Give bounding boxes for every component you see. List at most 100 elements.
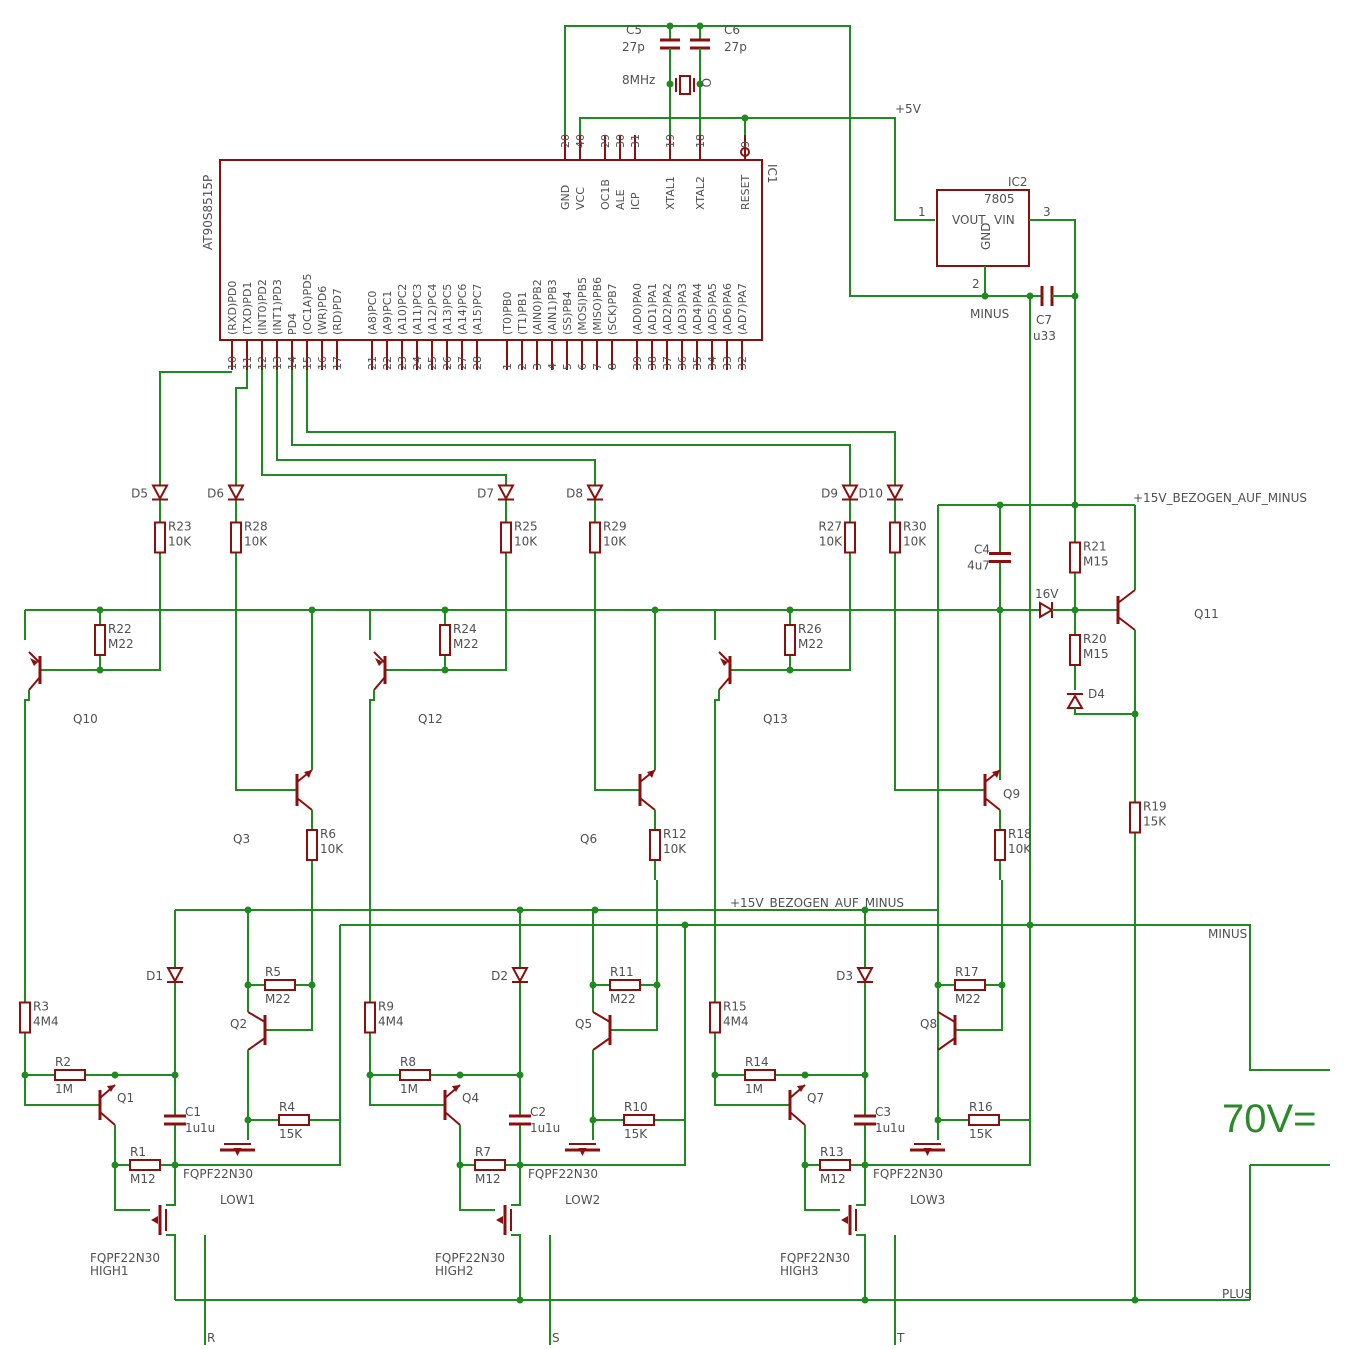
- resistor: [500, 521, 512, 554]
- ic2-pin: VIN: [994, 213, 1015, 227]
- transistor-name: Q6: [580, 832, 597, 846]
- pin-label: PD4: [286, 313, 299, 335]
- pin-number: 36: [676, 356, 689, 370]
- resistor-name: R26: [798, 622, 822, 636]
- diode: [511, 967, 529, 984]
- pin-label: (AD6)PA6: [721, 283, 734, 335]
- resistor: [623, 1114, 655, 1126]
- resistor-name: R24: [453, 622, 477, 636]
- ic1-body: [219, 159, 763, 341]
- resistor-name: R23: [168, 520, 192, 534]
- pin-number: 12: [256, 356, 269, 370]
- resistor-value: 10K: [1008, 842, 1032, 856]
- phase-output: S: [552, 1331, 560, 1345]
- resistor: [439, 624, 451, 656]
- wire: [166, 1165, 176, 1206]
- diode: [166, 967, 184, 984]
- ic1-type: AT90S8515P: [201, 175, 215, 250]
- pin-label: (A15)PC7: [471, 284, 484, 335]
- pin-label: (SCK)PB7: [606, 283, 619, 335]
- ic2-body: [936, 189, 1030, 267]
- wire: [714, 1075, 790, 1106]
- pin-label: (RD)PD7: [331, 288, 344, 335]
- pin-number: 38: [646, 356, 659, 370]
- pin-label: VCC: [574, 187, 587, 210]
- pin-label: (T1)PB1: [516, 292, 529, 335]
- resistor-name: R6: [320, 827, 336, 841]
- mosfet-type: FQPF22N30: [435, 1251, 505, 1265]
- junction-dot: [666, 80, 674, 88]
- diode: [586, 484, 604, 501]
- ic1-name: IC1: [765, 164, 779, 184]
- mosfet-arrow: [578, 1148, 587, 1156]
- diode: [227, 484, 245, 501]
- pin-label: XTAL1: [664, 176, 677, 210]
- ic2-pin: VOUT: [952, 213, 986, 227]
- pin-number: 30: [614, 134, 627, 148]
- mosfet-name: LOW2: [565, 1193, 600, 1207]
- transistor-arrow: [452, 1085, 460, 1092]
- pin-label: (A8)PC0: [366, 291, 379, 335]
- pin-number: 11: [241, 356, 254, 370]
- resistor-value: 1M: [400, 1082, 418, 1096]
- resistor: [889, 521, 901, 554]
- pin-number: 13: [271, 356, 284, 370]
- wire: [276, 370, 596, 480]
- resistor-name: R22: [108, 622, 132, 636]
- resistor: [744, 1069, 776, 1081]
- pin-label: XTAL2: [694, 176, 707, 210]
- diode-name: D5: [131, 487, 148, 501]
- pin-number: 21: [366, 356, 379, 370]
- wire: [24, 1075, 100, 1106]
- resistor: [784, 624, 796, 656]
- pin-number: 23: [396, 356, 409, 370]
- net-minus-right: MINUS: [1208, 927, 1247, 941]
- transistor-lead: [1117, 589, 1136, 604]
- pin-label: (TXD)PD1: [241, 282, 254, 335]
- capacitor-name: C3: [875, 1105, 891, 1119]
- diode: [886, 484, 904, 501]
- pin-number: 33: [721, 356, 734, 370]
- q11-name: Q11: [1194, 607, 1219, 621]
- pin-number: 19: [664, 134, 677, 148]
- resistor-value: M12: [130, 1172, 156, 1186]
- capacitor-value: 1u: [875, 1121, 890, 1135]
- resistor: [129, 1159, 161, 1171]
- transistor-arrow: [992, 770, 1000, 778]
- resistor-value: 10K: [320, 842, 344, 856]
- pin-number: 24: [411, 356, 424, 370]
- transistor-lead: [718, 651, 731, 664]
- diode-name: D6: [207, 487, 224, 501]
- resistor-value: M12: [820, 1172, 846, 1186]
- resistor: [1129, 801, 1141, 834]
- transistor-arrow: [720, 658, 728, 666]
- resistor-name: R27: [818, 520, 842, 534]
- pin-number: 16: [316, 356, 329, 370]
- transistor-arrow: [797, 1085, 805, 1092]
- resistor-value: 15K: [279, 1127, 303, 1141]
- resistor-value: 10K: [903, 535, 927, 549]
- mosfet-arrow: [841, 1216, 848, 1224]
- resistor-value: 10K: [603, 535, 627, 549]
- pin-label: (RXD)PD0: [226, 281, 239, 335]
- resistor: [94, 624, 106, 656]
- zener-value: 16V: [1035, 587, 1059, 601]
- resistor: [819, 1159, 851, 1171]
- resistor-name: R16: [969, 1100, 993, 1114]
- mosfet-arrow: [233, 1148, 242, 1156]
- transistor-lead: [373, 676, 386, 691]
- mosfet-arrow: [496, 1216, 503, 1224]
- mosfet-type: FQPF22N30: [90, 1251, 160, 1265]
- ic2-pin: GND: [979, 222, 993, 250]
- junction-dot: [1071, 292, 1079, 300]
- pin-number: 6: [576, 363, 589, 370]
- diode: [151, 484, 169, 501]
- resistor-value: 4M4: [33, 1015, 59, 1029]
- pin-number: 3: [531, 363, 544, 370]
- resistor-value: M22: [265, 992, 291, 1006]
- pin-label: (WR)PD6: [316, 286, 329, 335]
- diode-name: D1: [146, 969, 163, 983]
- resistor-value: 15K: [969, 1127, 993, 1141]
- wire: [166, 1234, 176, 1300]
